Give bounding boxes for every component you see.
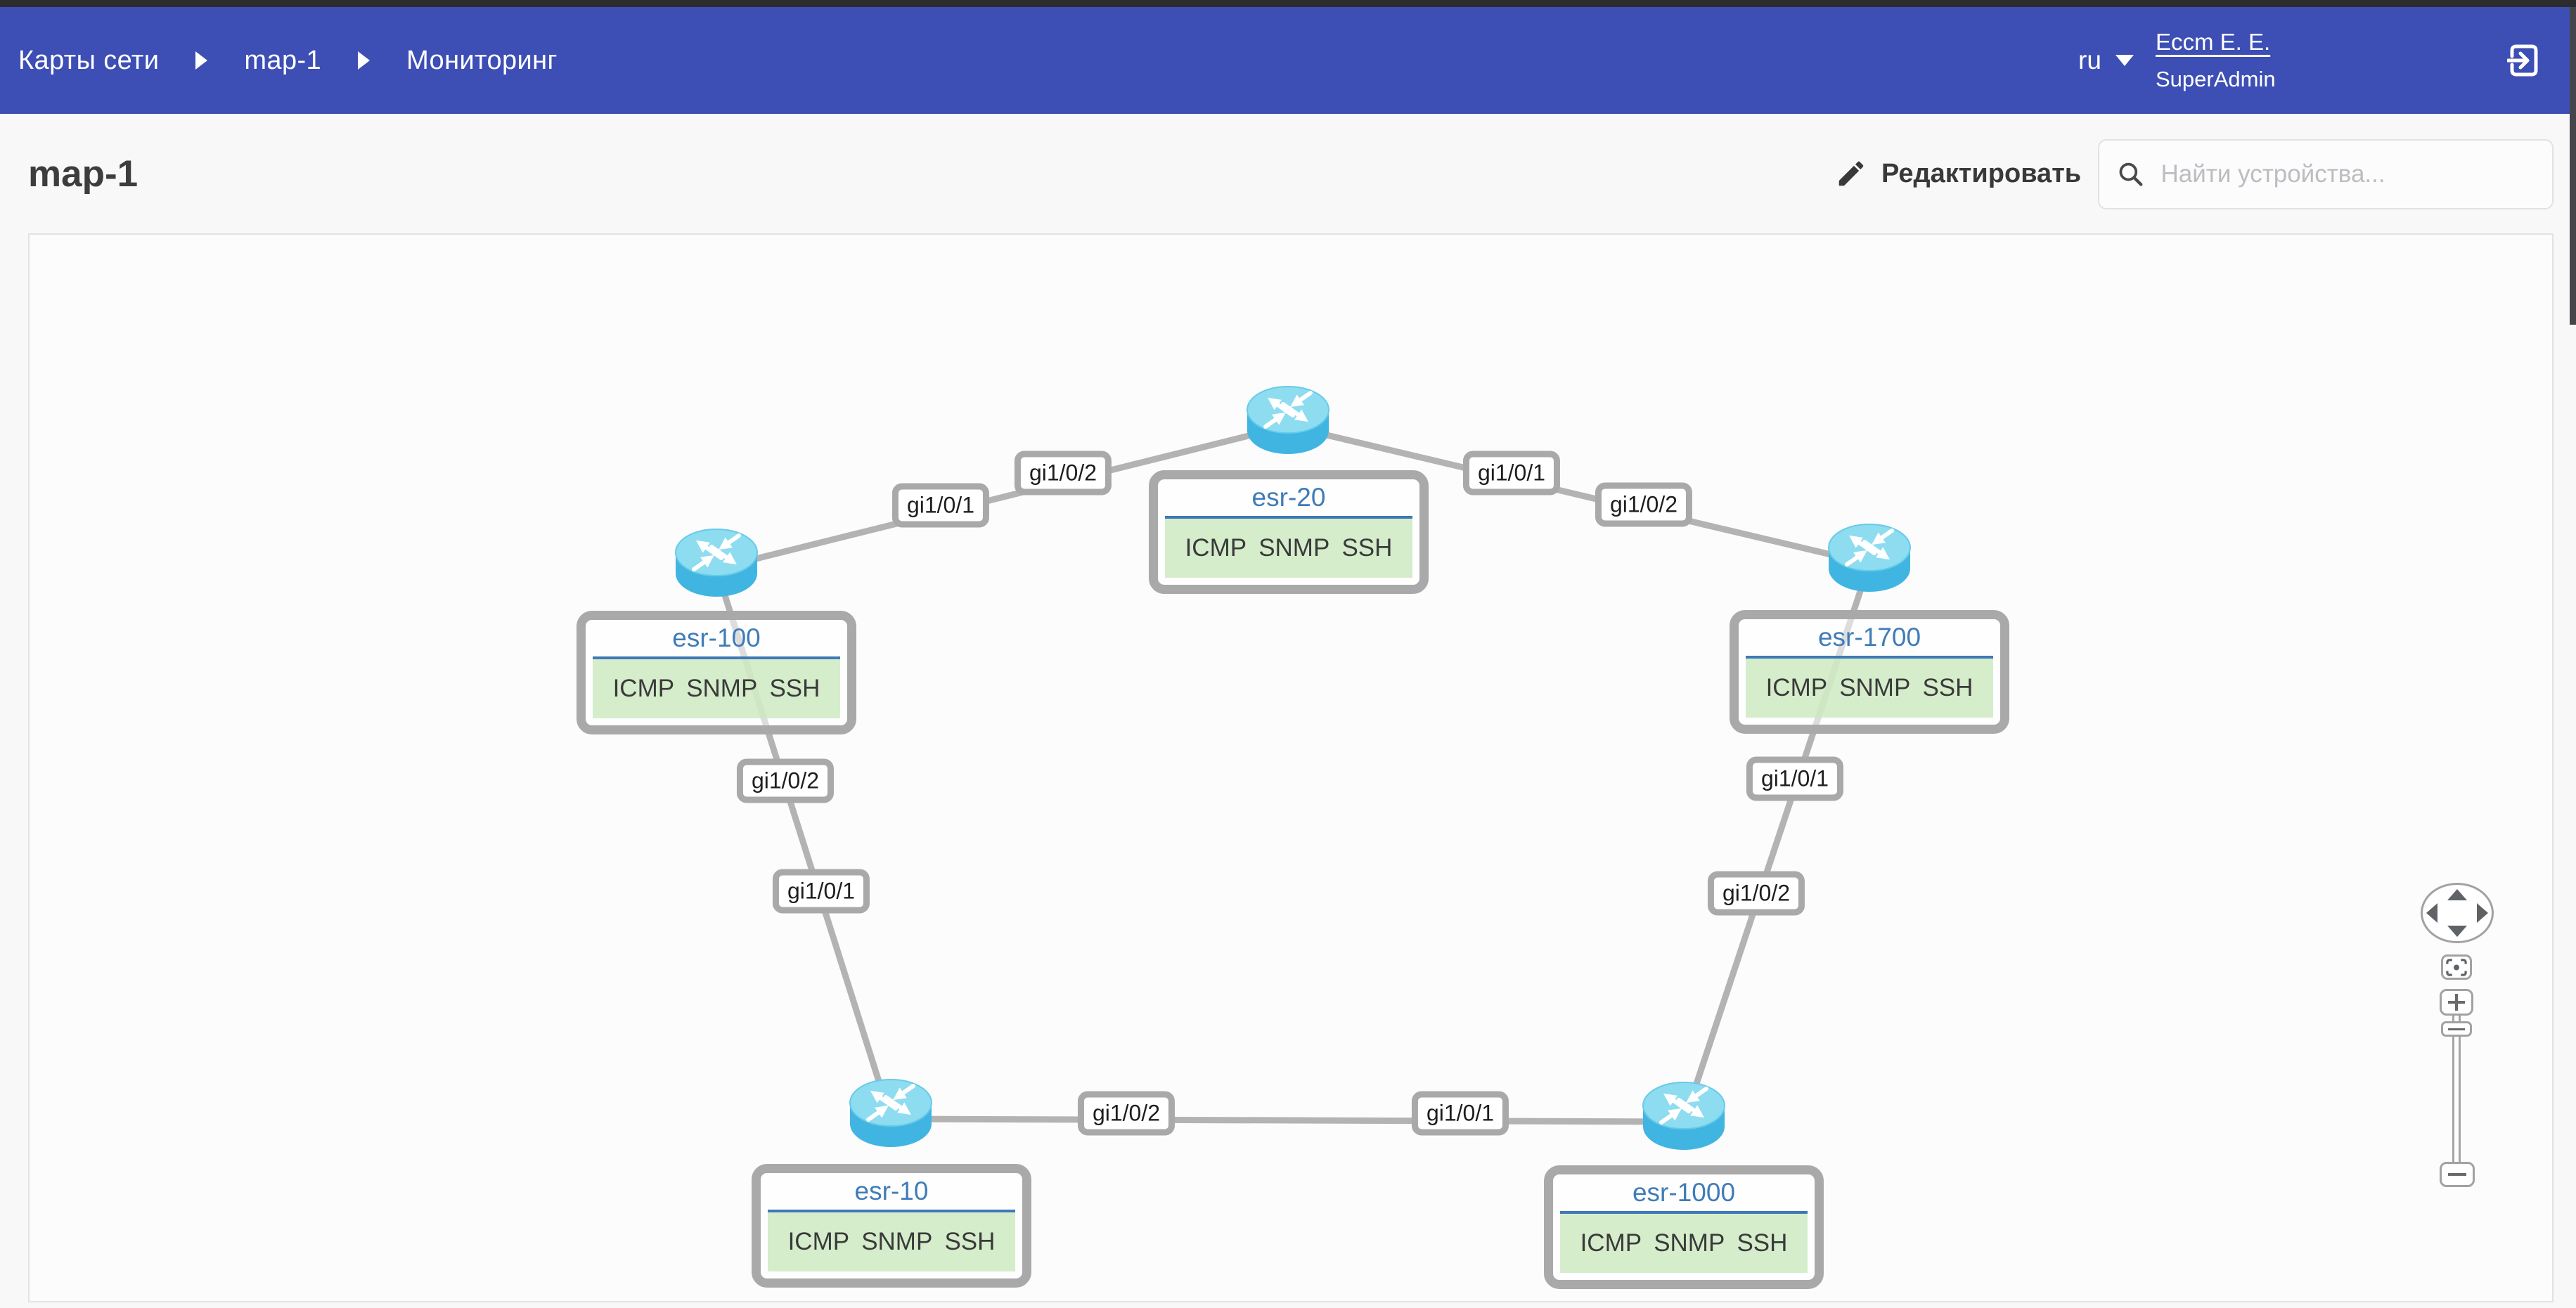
zoom-out-button[interactable] [2440,1162,2475,1187]
pan-left-icon[interactable] [2426,903,2437,923]
fit-view-icon [2446,958,2467,976]
pan-up-icon[interactable] [2447,889,2467,900]
status-badge-snmp: SNMP [1839,674,1911,701]
status-badges: ICMP SNMP SSH [1560,1214,1808,1273]
router-icon-esr-20[interactable] [1244,382,1332,459]
status-badge-snmp: SNMP [1258,534,1330,562]
router-icon-esr-100[interactable] [672,524,761,602]
link-esr-100-esr-20[interactable] [713,422,1292,572]
device-name[interactable]: esr-20 [1251,483,1326,512]
pan-right-icon[interactable] [2477,903,2488,923]
router-icon-esr-1000[interactable] [1640,1077,1728,1155]
user-name-link[interactable]: Eccm E. E. [2156,29,2271,55]
language-selector[interactable]: ru [2078,7,2134,114]
language-selected: ru [2078,46,2101,75]
status-badge-ssh: SSH [1922,674,1973,701]
user-role: SuperAdmin [2156,67,2276,91]
scrollbar-thumb[interactable] [2570,7,2576,325]
breadcrumb: Карты сети map-1 Мониторинг [18,7,558,114]
logout-icon [2506,44,2538,77]
edit-button[interactable]: Редактировать [1835,114,2081,233]
pan-compass[interactable] [2421,883,2494,943]
breadcrumb-item-monitoring[interactable]: Мониторинг [406,45,558,75]
router-icon-esr-10[interactable] [846,1075,935,1152]
status-badges: ICMP SNMP SSH [768,1212,1015,1271]
interface-label[interactable]: gi1/0/1 [1462,451,1561,496]
status-badges: ICMP SNMP SSH [593,659,840,718]
chevron-down-icon [2115,55,2134,66]
search-icon [2119,162,2143,186]
interface-label[interactable]: gi1/0/1 [772,869,870,914]
device-search [2098,139,2554,209]
breadcrumb-separator-icon [358,51,371,70]
device-name[interactable]: esr-1700 [1817,623,1921,652]
breadcrumb-item-maps[interactable]: Карты сети [18,45,160,75]
router-icon-esr-1700[interactable] [1825,519,1914,597]
status-badge-snmp: SNMP [686,675,758,702]
device-card-divider [768,1210,1015,1212]
interface-label[interactable]: gi1/0/2 [736,758,835,803]
breadcrumb-item-map-1[interactable]: map-1 [244,45,322,75]
plus-icon [2448,994,2465,1011]
slider-handle-line [2448,1028,2465,1030]
logout-button[interactable] [2506,43,2539,78]
interface-label[interactable]: gi1/0/2 [1595,482,1693,527]
fit-view-button[interactable] [2441,954,2472,980]
interface-label[interactable]: gi1/0/2 [1077,1091,1176,1136]
zoom-slider-handle[interactable] [2441,1021,2472,1037]
page-title: map-1 [28,153,139,195]
status-badges: ICMP SNMP SSH [1746,659,1993,718]
device-card-divider [1746,656,1993,659]
edit-button-label: Редактировать [1881,158,2082,188]
link-esr-20-esr-1700[interactable] [1284,422,1873,567]
device-name[interactable]: esr-10 [854,1177,929,1205]
link-esr-10-esr-1000[interactable] [887,1115,1687,1125]
status-badge-icmp: ICMP [1765,674,1828,701]
app-bar: Карты сети map-1 Мониторинг ru Eccm E. E… [0,7,2576,114]
interface-label[interactable]: gi1/0/1 [1746,756,1844,801]
search-input[interactable] [2159,160,2534,189]
zoom-slider-track[interactable] [2452,1014,2461,1165]
interface-label[interactable]: gi1/0/1 [891,483,990,528]
status-badges: ICMP SNMP SSH [1165,519,1412,578]
status-badge-ssh: SSH [769,675,820,702]
pan-down-icon[interactable] [2447,926,2467,937]
interface-label[interactable]: gi1/0/2 [1707,871,1805,916]
status-badge-ssh: SSH [1737,1229,1788,1257]
window-top-edge [0,0,2576,7]
pencil-icon [1838,161,1864,186]
user-block: Eccm E. E. SuperAdmin [2156,7,2276,114]
status-badge-snmp: SNMP [1654,1229,1725,1257]
minus-icon [2448,1173,2466,1176]
device-card-divider [1165,516,1412,519]
status-badge-icmp: ICMP [1185,534,1247,562]
status-badge-snmp: SNMP [861,1228,933,1255]
status-badge-icmp: ICMP [612,675,675,702]
interface-label[interactable]: gi1/0/1 [1411,1091,1509,1136]
device-name[interactable]: esr-1000 [1632,1178,1736,1207]
device-card-divider [593,656,840,659]
status-badge-ssh: SSH [1341,534,1393,562]
interface-label[interactable]: gi1/0/2 [1014,451,1112,496]
breadcrumb-separator-icon [195,51,208,70]
device-name[interactable]: esr-100 [672,623,761,652]
zoom-in-button[interactable] [2440,989,2473,1016]
status-badge-icmp: ICMP [1580,1229,1642,1257]
device-card-divider [1560,1211,1808,1214]
status-badge-ssh: SSH [944,1228,996,1255]
status-badge-icmp: ICMP [787,1228,850,1255]
